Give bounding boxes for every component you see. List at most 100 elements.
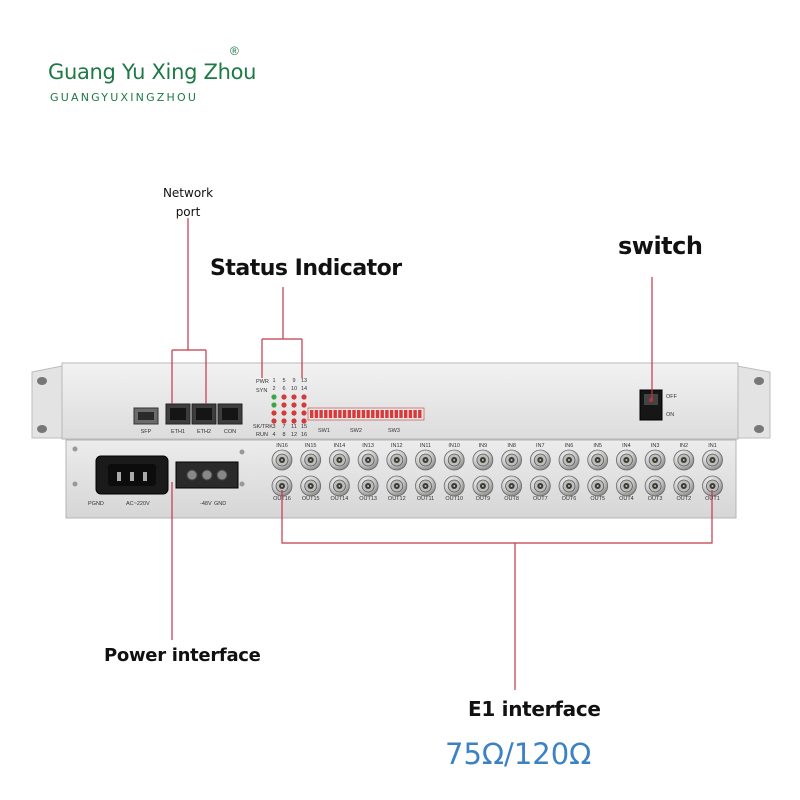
dip-switch-toggle: [408, 410, 413, 418]
bnc-out-connector: [702, 475, 723, 497]
bnc-out-label: OUT5: [590, 496, 605, 502]
bnc-in-label: IN5: [593, 443, 602, 449]
rear-panel: PGND AC~220V -48V GND IN16OUT16IN15OUT15…: [65, 439, 737, 519]
bnc-in-label: IN1: [708, 443, 717, 449]
dip-label-sw1: SW1: [318, 428, 330, 434]
status-led: [271, 418, 277, 424]
dip-switch-toggle: [352, 410, 356, 418]
brand-subname: GUANGYUXINGZHOU: [50, 91, 199, 104]
status-led: [271, 394, 277, 400]
bnc-in-connector: [300, 449, 322, 471]
left-ear-hole-bottom: [37, 425, 47, 433]
network-port-bracket: [171, 349, 207, 404]
led-number-label: 11: [291, 424, 297, 430]
switch-label: switch: [618, 232, 703, 260]
led-number-label: 9: [292, 378, 295, 384]
status-led: [291, 418, 297, 424]
bnc-in-label: IN3: [651, 443, 660, 449]
bnc-in-connector: [386, 449, 408, 471]
led-number-label: 15: [301, 424, 307, 430]
bnc-out-connector: [616, 475, 637, 497]
bnc-out-label: OUT10: [445, 496, 463, 502]
bnc-in-label: IN11: [420, 443, 431, 449]
dip-switch-toggle: [342, 410, 347, 418]
bnc-in-connector: [587, 449, 609, 471]
dip-switch-toggle: [399, 410, 403, 418]
callout-leader-lines: [171, 218, 713, 690]
bnc-in-label: IN4: [622, 443, 631, 449]
dip-switch-toggle: [394, 410, 398, 418]
led-number-label: 4: [272, 432, 275, 438]
dc-terminal-block: [175, 461, 239, 489]
dip-switch-toggle: [310, 410, 314, 418]
bnc-in-label: IN13: [362, 443, 374, 449]
led-number-label: 3: [272, 424, 275, 430]
bnc-in-connector: [271, 449, 293, 471]
bnc-in-label: IN10: [448, 443, 460, 449]
bnc-out-connector: [415, 475, 436, 497]
bnc-out-connector: [587, 475, 609, 497]
eth2-label: ETH2: [197, 429, 211, 435]
dip-switch-toggle: [328, 410, 333, 418]
ac-label: AC~220V: [126, 501, 150, 507]
led-number-label: 6: [282, 386, 285, 392]
bnc-out-connector: [357, 475, 379, 497]
status-led: [301, 402, 307, 408]
dip-switch-toggle: [389, 410, 394, 418]
dip-switch-toggle: [314, 410, 319, 418]
led-number-label: 10: [291, 386, 297, 392]
dip-switch-toggle: [357, 410, 361, 418]
status-led: [281, 410, 287, 416]
bnc-out-label: OUT6: [562, 496, 577, 502]
power-interface-label: Power interface: [104, 645, 261, 666]
eth1-label: ETH1: [171, 429, 185, 435]
status-indicator-bracket: [261, 338, 303, 378]
bnc-in-label: IN8: [507, 443, 516, 449]
dip-switch-toggle: [404, 410, 408, 418]
bnc-in-connector: [616, 449, 637, 471]
front-chassis: [61, 362, 739, 440]
status-indicator-label: Status Indicator: [210, 256, 402, 281]
status-led: [301, 418, 307, 424]
bnc-in-connector: [472, 449, 494, 471]
led-label-sktrk: SK/TRK: [253, 424, 273, 430]
bnc-in-connector: [415, 449, 436, 471]
network-port-label: Network port: [162, 186, 214, 219]
dip-switch-toggle: [380, 410, 384, 418]
status-led: [301, 394, 307, 400]
dip-label-sw2: SW2: [350, 428, 362, 434]
dip-switch-toggle: [366, 410, 370, 418]
left-ear-hole-top: [37, 377, 47, 385]
bnc-out-connector: [501, 475, 523, 497]
right-ear-hole-top: [754, 377, 764, 385]
status-led: [281, 394, 287, 400]
bnc-out-connector: [443, 475, 465, 497]
bnc-in-connector: [702, 449, 723, 471]
status-led: [271, 402, 277, 408]
sfp-label: SFP: [141, 429, 152, 435]
dip-switch-toggle: [319, 410, 323, 418]
registered-mark: ®: [230, 44, 239, 58]
bnc-out-label: OUT11: [417, 496, 434, 502]
bnc-out-label: OUT13: [359, 496, 377, 502]
led-number-label: 12: [291, 432, 297, 438]
bnc-out-connector: [386, 475, 408, 497]
bnc-out-label: OUT8: [504, 496, 519, 502]
impedance-label: 75Ω/120Ω: [445, 737, 592, 771]
bnc-in-label: IN2: [680, 443, 689, 449]
led-number-label: 14: [301, 386, 307, 392]
status-led: [271, 410, 277, 416]
dip-switch-toggle: [347, 410, 351, 418]
dip-switch-toggle: [333, 410, 337, 418]
bnc-out-label: OUT4: [619, 496, 634, 502]
dip-switch-toggle: [385, 410, 389, 418]
dip-label-sw3: SW3: [388, 428, 400, 434]
bnc-in-connector: [673, 449, 695, 471]
pgnd-label: PGND: [88, 501, 104, 507]
bnc-out-connector: [529, 475, 551, 497]
led-number-label: 8: [282, 432, 285, 438]
bnc-in-connector: [558, 449, 580, 471]
bnc-out-connector: [644, 475, 666, 497]
